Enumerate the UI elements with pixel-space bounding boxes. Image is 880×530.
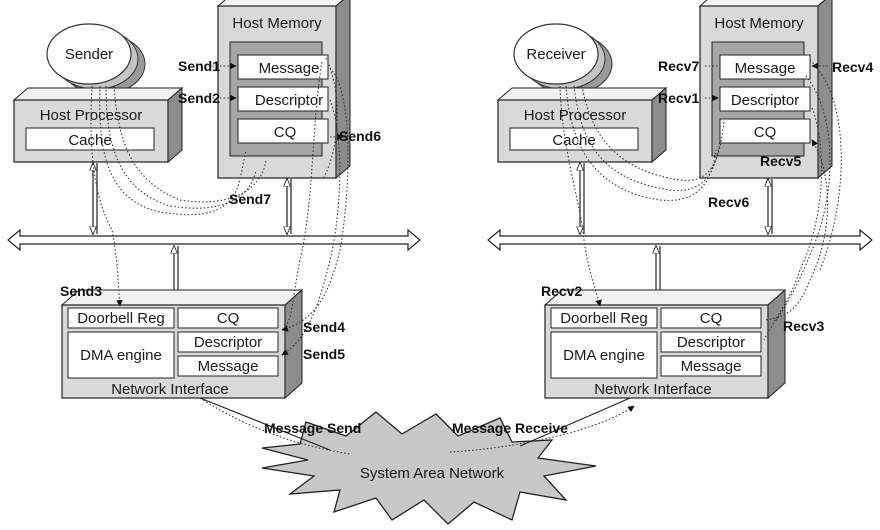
step-send2: Send2 [178,90,220,106]
step-recv7: Recv7 [658,58,699,74]
message-receive-label: Message Receive [452,420,568,436]
memory-descriptor-cell [719,86,811,112]
left-host-processor: Host Processor Cache [12,86,184,164]
step-send5: Send5 [303,346,345,362]
send-link-line [199,397,331,451]
recv3-edge [763,139,829,321]
nic-descriptor-label: Descriptor [677,334,745,351]
step-recv5: Recv5 [760,153,801,169]
memory-message-label: Message [735,60,796,77]
nic-cq-cell [177,307,279,329]
sender-node: Sender [46,23,146,95]
nic-message-label: Message [681,358,742,375]
memory-cq-cell [719,118,811,144]
doorbell-label: Doorbell Reg [560,310,648,327]
right-host-processor: Host Processor Cache [496,86,668,164]
doorbell-label: Doorbell Reg [77,310,165,327]
system-area-network: System Area Network [261,411,597,525]
dma-engine-label: DMA engine [563,347,645,364]
memory-descriptor-cell [237,86,329,112]
step-send7: Send7 [229,191,271,207]
step-send1: Send1 [178,58,220,74]
dma-engine-cell [67,331,175,379]
message-receive-edge [449,405,635,453]
step-send4: Send4 [303,319,345,335]
memory-descriptor-label: Descriptor [731,92,799,109]
memory-cq-cell [237,118,329,144]
memory-message-cell [237,54,329,80]
receive-link-line [519,397,631,447]
right-host-memory: Host Memory Message Descriptor CQ [698,0,833,180]
step-recv4: Recv4 [832,59,873,75]
nic-cq-cell [660,307,762,329]
memory-descriptor-label: Descriptor [255,92,323,109]
network-interface-title: Network Interface [594,381,712,398]
left-host-memory: Host Memory Message Descriptor CQ [216,0,351,180]
host-memory-title: Host Memory [232,15,322,32]
memory-message-label: Message [259,60,320,77]
cache-cell [25,127,155,151]
nic-message-cell [177,355,279,377]
memory-cq-label: CQ [754,124,777,141]
nic-message-label: Message [198,358,259,375]
receiver-label: Receiver [526,46,585,63]
memory-message-cell [719,54,811,80]
cache-cell [509,127,639,151]
step-recv1: Recv1 [658,90,699,106]
memory-cq-label: CQ [274,124,297,141]
receiver-node: Receiver [513,23,613,95]
nic-descriptor-label: Descriptor [194,334,262,351]
send5-edge [281,99,341,356]
host-processor-title: Host Processor [40,107,143,124]
right-recv-flows [559,59,842,341]
nic-cq-label: CQ [217,310,240,327]
cache-label: Cache [552,132,595,149]
right-network-interface: Doorbell Reg DMA engine CQ Descriptor Me… [543,288,787,400]
nic-cq-label: CQ [700,310,723,327]
sender-label: Sender [65,46,113,63]
host-memory-title: Host Memory [714,15,804,32]
nic-descriptor-cell [660,331,762,353]
host-processor-title: Host Processor [524,107,627,124]
step-recv6: Recv6 [708,194,749,210]
step-recv2: Recv2 [541,283,582,299]
send4-edge [281,67,349,332]
doorbell-cell [67,307,175,329]
left-send-flows [90,57,349,356]
nic-message-cell [660,355,762,377]
cache-label: Cache [68,132,111,149]
doorbell-cell [550,307,658,329]
step-recv3: Recv3 [783,318,824,334]
message-send-label: Message Send [264,420,361,436]
right-system-bus [487,163,873,300]
nic-descriptor-cell [177,331,279,353]
left-system-bus [7,163,421,300]
step-send6: Send6 [339,128,381,144]
dma-engine-cell [550,331,658,379]
step-send3: Send3 [60,283,102,299]
network-interface-title: Network Interface [111,381,229,398]
dma-engine-label: DMA engine [80,347,162,364]
left-network-interface: Doorbell Reg DMA engine CQ Descriptor Me… [60,288,304,400]
network-cloud [261,411,597,525]
recv6-edge [565,85,717,201]
network-label: System Area Network [360,465,505,482]
